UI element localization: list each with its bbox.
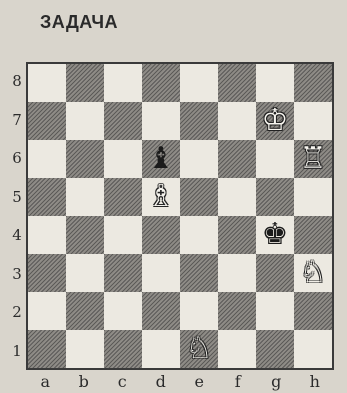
rank-label-1: 1 — [10, 342, 24, 360]
white-knight-piece[interactable]: ♘ — [300, 258, 327, 288]
square-e7[interactable] — [180, 102, 218, 140]
file-label-b: b — [65, 372, 104, 391]
square-c3[interactable] — [104, 254, 142, 292]
square-g4[interactable]: ♚ — [256, 216, 294, 254]
white-knight-piece[interactable]: ♘ — [186, 334, 213, 364]
square-b5[interactable] — [66, 178, 104, 216]
file-label-e: e — [180, 372, 219, 391]
rank-label-3: 3 — [10, 265, 24, 283]
square-h3[interactable]: ♘ — [294, 254, 332, 292]
square-b6[interactable] — [66, 140, 104, 178]
square-h1[interactable] — [294, 330, 332, 368]
square-a5[interactable] — [28, 178, 66, 216]
square-c4[interactable] — [104, 216, 142, 254]
square-a6[interactable] — [28, 140, 66, 178]
square-a1[interactable] — [28, 330, 66, 368]
square-c1[interactable] — [104, 330, 142, 368]
square-g5[interactable] — [256, 178, 294, 216]
square-b1[interactable] — [66, 330, 104, 368]
square-a2[interactable] — [28, 292, 66, 330]
square-a3[interactable] — [28, 254, 66, 292]
square-h6[interactable]: ♖ — [294, 140, 332, 178]
square-c5[interactable] — [104, 178, 142, 216]
square-c8[interactable] — [104, 64, 142, 102]
white-king-piece[interactable]: ♔ — [262, 106, 289, 136]
black-king-piece[interactable]: ♚ — [262, 220, 289, 250]
square-e1[interactable]: ♘ — [180, 330, 218, 368]
square-f3[interactable] — [218, 254, 256, 292]
file-label-c: c — [103, 372, 142, 391]
square-g8[interactable] — [256, 64, 294, 102]
square-d1[interactable] — [142, 330, 180, 368]
square-b3[interactable] — [66, 254, 104, 292]
square-f6[interactable] — [218, 140, 256, 178]
white-bishop-piece[interactable]: ♗ — [148, 182, 175, 212]
square-g6[interactable] — [256, 140, 294, 178]
rank-label-4: 4 — [10, 226, 24, 244]
file-label-h: h — [296, 372, 335, 391]
square-g7[interactable]: ♔ — [256, 102, 294, 140]
square-h5[interactable] — [294, 178, 332, 216]
file-label-d: d — [142, 372, 181, 391]
square-f1[interactable] — [218, 330, 256, 368]
square-b8[interactable] — [66, 64, 104, 102]
square-d4[interactable] — [142, 216, 180, 254]
square-f4[interactable] — [218, 216, 256, 254]
chess-board: ♔ ♝ ♖ ♗ ♚ ♘ ♘ — [26, 62, 334, 370]
square-c6[interactable] — [104, 140, 142, 178]
square-e4[interactable] — [180, 216, 218, 254]
square-d7[interactable] — [142, 102, 180, 140]
square-g2[interactable] — [256, 292, 294, 330]
rank-label-6: 6 — [10, 149, 24, 167]
square-e6[interactable] — [180, 140, 218, 178]
white-rook-piece[interactable]: ♖ — [300, 144, 327, 174]
square-h4[interactable] — [294, 216, 332, 254]
rank-label-8: 8 — [10, 72, 24, 90]
square-g3[interactable] — [256, 254, 294, 292]
rank-label-2: 2 — [10, 303, 24, 321]
square-h8[interactable] — [294, 64, 332, 102]
square-a4[interactable] — [28, 216, 66, 254]
square-d6[interactable]: ♝ — [142, 140, 180, 178]
square-b4[interactable] — [66, 216, 104, 254]
black-bishop-piece[interactable]: ♝ — [148, 144, 175, 174]
file-label-g: g — [257, 372, 296, 391]
square-e2[interactable] — [180, 292, 218, 330]
square-b2[interactable] — [66, 292, 104, 330]
square-f2[interactable] — [218, 292, 256, 330]
square-f8[interactable] — [218, 64, 256, 102]
square-g1[interactable] — [256, 330, 294, 368]
square-e3[interactable] — [180, 254, 218, 292]
square-h7[interactable] — [294, 102, 332, 140]
square-f5[interactable] — [218, 178, 256, 216]
square-d8[interactable] — [142, 64, 180, 102]
square-e5[interactable] — [180, 178, 218, 216]
square-d2[interactable] — [142, 292, 180, 330]
page-title: ЗАДАЧА — [40, 12, 118, 33]
rank-label-7: 7 — [10, 111, 24, 129]
file-label-a: a — [26, 372, 65, 391]
square-a8[interactable] — [28, 64, 66, 102]
square-b7[interactable] — [66, 102, 104, 140]
square-a7[interactable] — [28, 102, 66, 140]
square-c2[interactable] — [104, 292, 142, 330]
square-d5[interactable]: ♗ — [142, 178, 180, 216]
rank-label-5: 5 — [10, 188, 24, 206]
file-label-f: f — [219, 372, 258, 391]
square-h2[interactable] — [294, 292, 332, 330]
square-c7[interactable] — [104, 102, 142, 140]
square-e8[interactable] — [180, 64, 218, 102]
square-f7[interactable] — [218, 102, 256, 140]
square-d3[interactable] — [142, 254, 180, 292]
